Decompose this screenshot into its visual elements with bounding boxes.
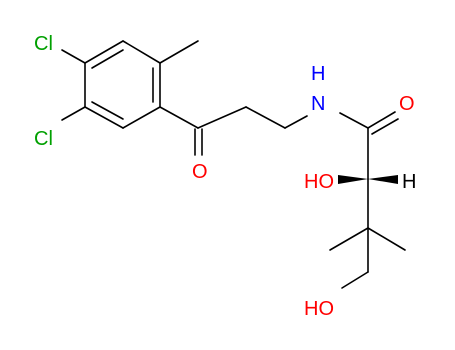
amide-double-bond: [371, 118, 399, 135]
ring-bond: [84, 106, 124, 129]
methyl-bond: [329, 227, 369, 251]
hydroxy-label: HO: [304, 171, 334, 193]
benzene-ring: [84, 40, 161, 129]
wedge-bond: [338, 175, 368, 184]
chiral-hydrogen-label: H: [402, 171, 416, 193]
amide-oxygen-label: O: [399, 93, 415, 115]
chlorine-top-label: Cl: [34, 33, 53, 55]
chlorine-bottom-label: Cl: [34, 128, 53, 150]
ring-bond: [84, 40, 124, 64]
amide-hydrogen-label: H: [311, 63, 325, 85]
chain-to-n-bond: [284, 115, 308, 129]
ring-double-bond: [91, 101, 124, 120]
ring-bond: [122, 106, 161, 129]
ring-double-bond: [91, 49, 124, 69]
ring-to-cl-top-bond: [61, 49, 86, 64]
ring-to-carbonyl-bond: [159, 106, 199, 129]
ketone-oxygen-label: O: [192, 161, 208, 183]
amide-double-bond: [367, 111, 396, 129]
methyl-bond: [367, 227, 406, 251]
wedge-bond-h: [368, 175, 398, 184]
methyl-bond: [159, 40, 199, 64]
ch2-to-o-bond: [341, 271, 369, 289]
chain-bond: [197, 106, 247, 129]
chain-bond: [245, 106, 286, 129]
terminal-hydroxy-label: HO: [304, 298, 334, 320]
ring-to-cl-bottom-bond: [61, 106, 86, 121]
amide-nitrogen-label: N: [311, 93, 325, 115]
n-to-carbonyl-bond: [339, 112, 369, 129]
ring-bond: [122, 40, 161, 64]
